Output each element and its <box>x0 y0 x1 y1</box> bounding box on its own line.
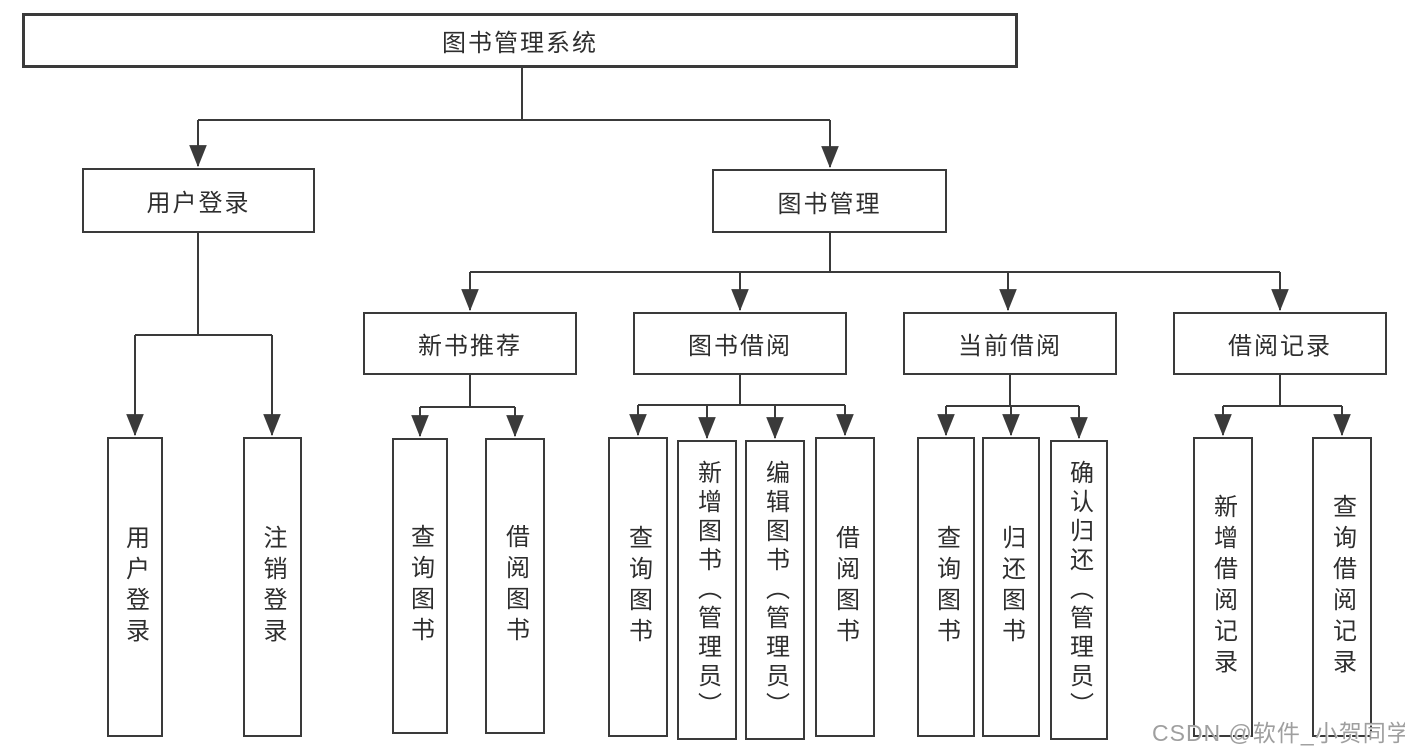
connector-current-trunk <box>946 375 1079 407</box>
leaf-return-books: 归还图书 <box>982 437 1040 737</box>
leaf-query-books-newbook: 查询图书 <box>392 438 448 734</box>
connector-mgmt-trunk <box>470 233 1280 273</box>
csdn-watermark: CSDN @软件_小贺同学 <box>1152 720 1405 746</box>
leaf-add-books-admin: 新增图书（管理员） <box>677 440 737 740</box>
connector-root-trunk <box>198 68 830 121</box>
node-book-borrowing: 图书借阅 <box>633 312 847 375</box>
node-book-management: 图书管理 <box>712 169 947 233</box>
node-user-login: 用户登录 <box>82 168 315 233</box>
connector-newbook-trunk <box>420 375 515 408</box>
leaf-edit-books-admin: 编辑图书（管理员） <box>745 440 805 740</box>
node-library-management-system: 图书管理系统 <box>22 13 1018 68</box>
connector-borrow-trunk <box>638 375 845 406</box>
leaf-query-books-current: 查询图书 <box>917 437 975 737</box>
node-borrowing-records: 借阅记录 <box>1173 312 1387 375</box>
leaf-confirm-return-admin: 确认归还（管理员） <box>1050 440 1108 740</box>
connector-record-trunk <box>1223 375 1342 407</box>
leaf-add-borrow-record: 新增借阅记录 <box>1193 437 1253 737</box>
leaf-query-books-borrowing: 查询图书 <box>608 437 668 737</box>
leaf-borrow-books-borrowing: 借阅图书 <box>815 437 875 737</box>
node-new-book-recommendation: 新书推荐 <box>363 312 577 375</box>
leaf-query-borrow-record: 查询借阅记录 <box>1312 437 1372 737</box>
leaf-user-login: 用户登录 <box>107 437 163 737</box>
leaf-borrow-books-newbook: 借阅图书 <box>485 438 545 734</box>
node-current-borrowing: 当前借阅 <box>903 312 1117 375</box>
leaf-logout: 注销登录 <box>243 437 302 737</box>
connector-login-trunk <box>135 233 272 336</box>
